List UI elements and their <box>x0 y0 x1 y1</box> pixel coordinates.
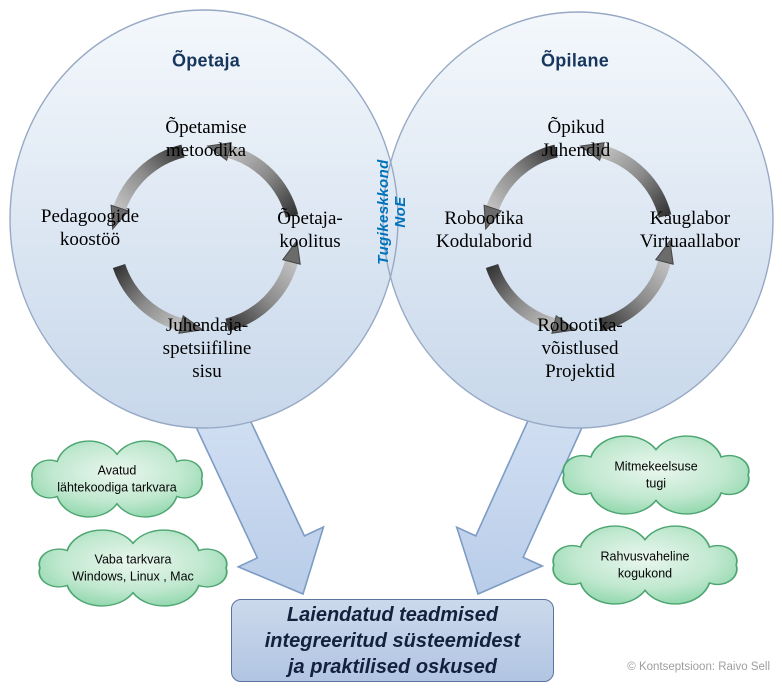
clouds <box>31 435 750 607</box>
cycle-arrow-icon <box>485 263 577 334</box>
left-cycle-item-left: Pedagoogide koostöö <box>40 206 140 250</box>
cloud-label-open-source: Avatud lähtekoodiga tarkvara <box>57 463 177 495</box>
cloud-shape <box>31 440 203 518</box>
right-cycle-arrows <box>483 142 674 334</box>
copyright-credit: © Kontseptsioon: Raivo Sell <box>627 661 770 673</box>
right-cycle-item-right: Kauglabor Virtuaallabor <box>639 208 741 252</box>
down-arrows <box>188 389 590 596</box>
right-circle-outline <box>382 11 774 429</box>
cloud-label-free-software: Vaba tarkvara Windows, Linux , Mac <box>72 552 194 584</box>
left-cycle-item-top: Õpetamise metoodika <box>165 117 247 161</box>
right-cycle-item-top: Õpikud Juhendid <box>541 117 611 161</box>
cycle-arrow-icon <box>206 142 299 218</box>
cycle-arrow-icon <box>112 263 204 334</box>
left-cycle-arrows <box>110 142 301 334</box>
cycle-arrow-icon <box>110 144 185 231</box>
cloud-shape <box>562 435 750 515</box>
cloud-shape <box>552 525 738 605</box>
right-cycle-item-bottom: Robootika- võistlused Projektid <box>537 314 623 382</box>
down-arrow-right-icon <box>455 390 590 596</box>
cycle-arrow-icon <box>483 144 558 231</box>
overlap-label: Tugikeskkond NoE <box>374 159 409 265</box>
left-circle <box>10 10 398 428</box>
cycle-arrow-icon <box>579 142 672 218</box>
right-cycle-item-left: Robootika Kodulaborid <box>435 208 533 252</box>
left-cycle-item-bottom: Juhendaja- spetsiifiline sisu <box>162 314 252 382</box>
cycle-arrow-icon <box>225 239 301 332</box>
outcome-text: Laiendatud teadmised integreeritud süste… <box>264 603 521 678</box>
right-circle <box>383 12 773 428</box>
left-circle-title: Õpetaja <box>171 50 241 71</box>
cycle-arrow-icon <box>598 239 674 332</box>
cloud-shape <box>38 529 228 607</box>
left-circle-outline <box>9 9 399 429</box>
right-circle-title: Õpilane <box>540 50 610 71</box>
cloud-label-multilingual: Mitmekeelsuse tugi <box>614 459 698 491</box>
outcome-box: Laiendatud teadmised integreeritud süste… <box>231 599 554 682</box>
left-cycle-item-right: Õpetaja- koolitus <box>277 208 343 252</box>
cloud-label-community: Rahvusvaheline kogukond <box>600 549 690 581</box>
